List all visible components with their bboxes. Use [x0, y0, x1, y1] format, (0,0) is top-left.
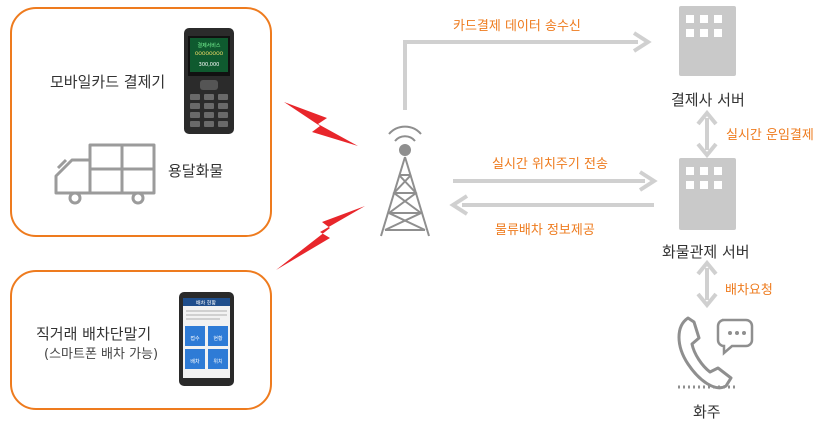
mobile-card-label: 모바일카드 결제기 — [50, 73, 166, 91]
terminal-sub-label: (스마트폰 배차 가능) — [44, 347, 159, 362]
card-data-arrow — [403, 31, 652, 110]
shipper-label: 화주 — [693, 403, 721, 421]
tile-label: 접수 — [190, 335, 200, 342]
reader-screen-line-2: OOOOOOOO — [195, 51, 224, 57]
delivery-label: 용달화물 — [168, 162, 224, 180]
delivery-truck-icon — [54, 143, 156, 205]
realtime-location-label: 실시간 위치주기 전송 — [492, 157, 608, 172]
cell-tower-icon — [380, 125, 430, 237]
terminal-label: 직거래 배차단말기 — [36, 325, 152, 343]
realtime-fare-label: 실시간 운임결제 — [726, 128, 814, 143]
payment-server-label: 결제사 서버 — [671, 91, 745, 109]
tile-label: 위치 — [213, 358, 222, 365]
location-arrow — [453, 170, 658, 192]
smartphone-icon: 배차 현황 접수 현황 배차 위치 — [179, 292, 234, 386]
tile-label: 현황 — [213, 335, 223, 342]
card-reader-icon: 결제서비스 OOOOOOOO 300,000 — [184, 28, 234, 134]
fare-double-arrow — [696, 109, 718, 159]
reader-screen-line-1: 결제서비스 — [197, 42, 220, 49]
shipper-phone-icon — [677, 316, 754, 390]
card-data-label: 카드결제 데이터 송수신 — [453, 19, 581, 34]
cargo-server-icon — [679, 158, 736, 230]
logistics-arrow — [449, 194, 654, 216]
logistics-info-label: 물류배차 정보제공 — [495, 223, 595, 238]
smartphone-title: 배차 현황 — [196, 300, 216, 307]
tile-label: 배차 — [190, 358, 200, 365]
payment-server-icon — [679, 6, 736, 76]
cargo-server-label: 화물관제 서버 — [662, 243, 750, 261]
reader-screen-line-3: 300,000 — [199, 62, 220, 68]
lightning-top-icon — [284, 102, 358, 146]
lightning-bottom-icon — [276, 206, 365, 270]
dispatch-double-arrow — [696, 259, 718, 309]
dispatch-request-label: 배차요청 — [725, 283, 773, 298]
